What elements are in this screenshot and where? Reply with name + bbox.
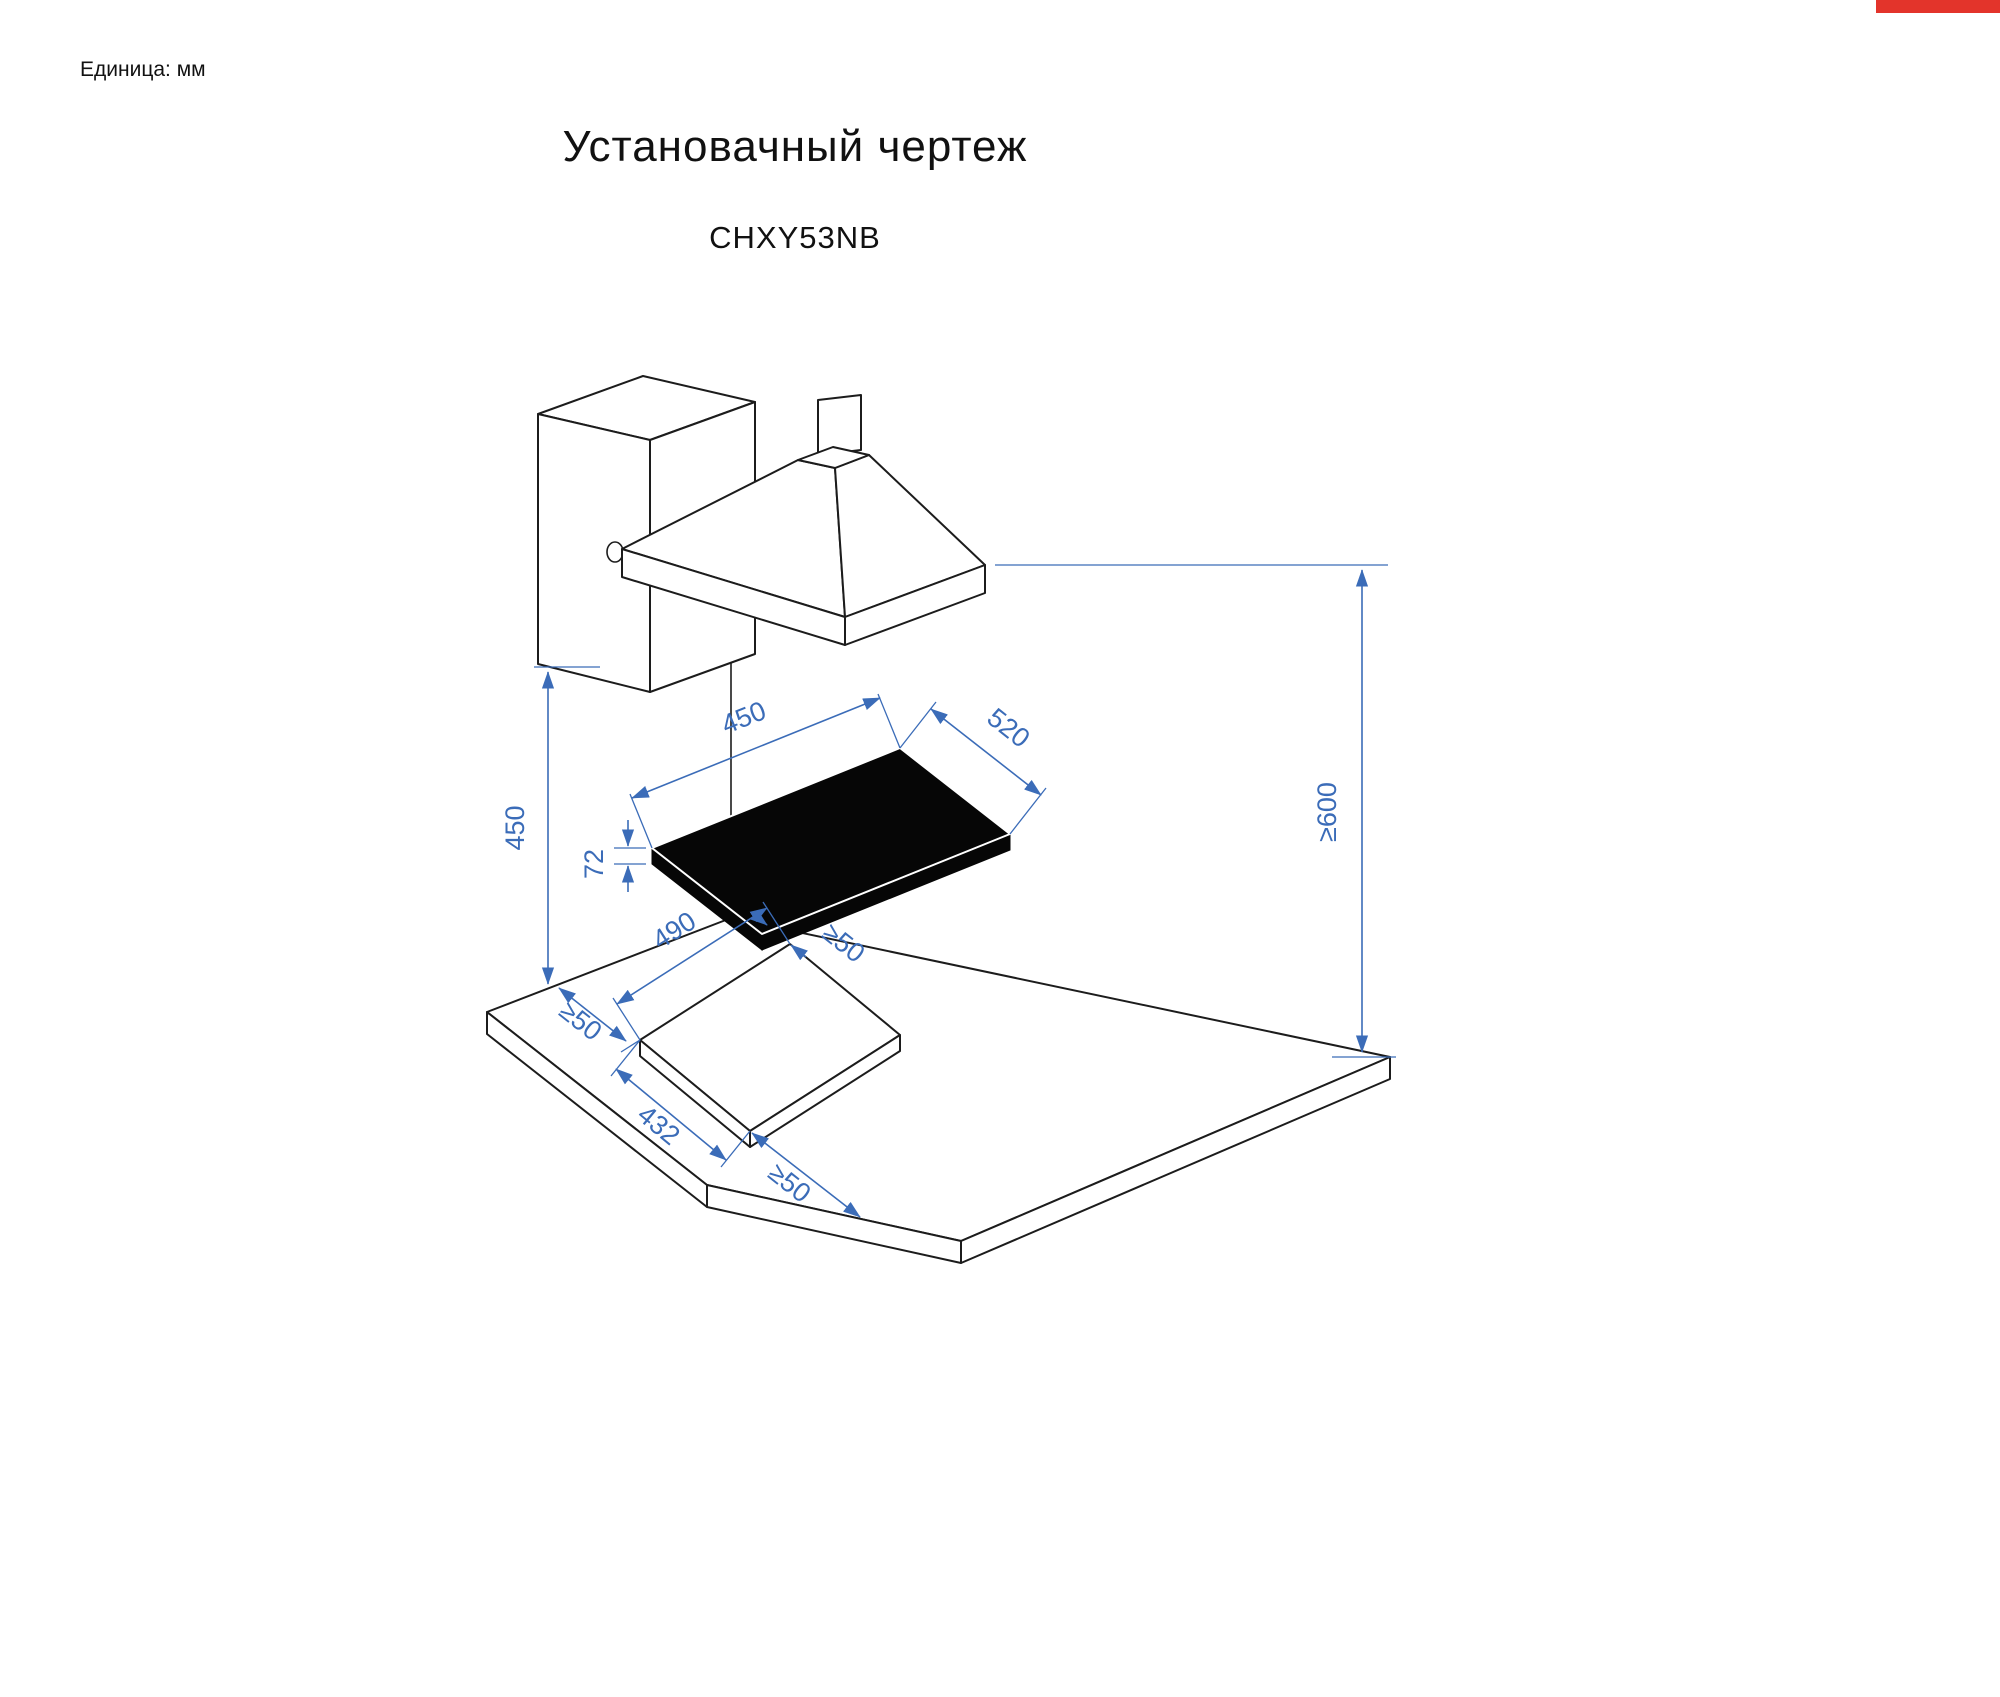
countertop-front-right-edge — [960, 1056, 1391, 1264]
extension-line — [629, 793, 653, 849]
brand-badge — [1876, 0, 2000, 13]
dimension-label-hob-depth: 520 — [982, 702, 1036, 753]
countertop — [486, 917, 1391, 1264]
hood-rim-right-band — [844, 564, 986, 646]
dimension-label-cabinet-height: 450 — [500, 805, 530, 850]
cutout-inner-wall-right — [749, 1034, 901, 1148]
hood-chimney — [817, 394, 862, 456]
dimension-label-hob-thickness: 72 — [579, 849, 609, 879]
hood-canopy-top — [797, 446, 870, 469]
countertop-top-surface — [486, 917, 1391, 1242]
dimension-line — [615, 1068, 727, 1161]
dimension-label-hob-width: 450 — [717, 695, 770, 740]
model-number: CHXY53NB — [709, 220, 881, 255]
extension-line — [1009, 787, 1047, 835]
dimension-line — [631, 697, 881, 799]
extension-line — [620, 1039, 641, 1053]
extension-line — [899, 701, 937, 749]
dimension-line — [930, 708, 1042, 796]
dimension-cabinet-to-countertop: 450 — [500, 666, 600, 985]
dimension-hood-clearance: ≥600 — [995, 564, 1396, 1058]
dimension-line — [751, 1132, 861, 1218]
dimension-hob-thickness: 72 — [579, 820, 646, 892]
cooker-hood — [621, 394, 986, 646]
extension-line — [720, 1130, 751, 1168]
unit-label: Единица: мм — [80, 58, 206, 81]
extension-line — [877, 693, 901, 749]
dimension-line — [558, 987, 627, 1042]
dimension-arrow — [750, 909, 768, 926]
wall-cabinet — [537, 375, 756, 693]
dimension-label-hood-clearance: ≥600 — [1312, 782, 1342, 842]
cooktop — [651, 747, 1011, 952]
dimension-line — [616, 907, 768, 1005]
dimension-arrow — [790, 944, 808, 961]
page-title: Установачный чертеж — [562, 122, 1028, 171]
dimension-hob-width: 450 — [629, 693, 901, 849]
